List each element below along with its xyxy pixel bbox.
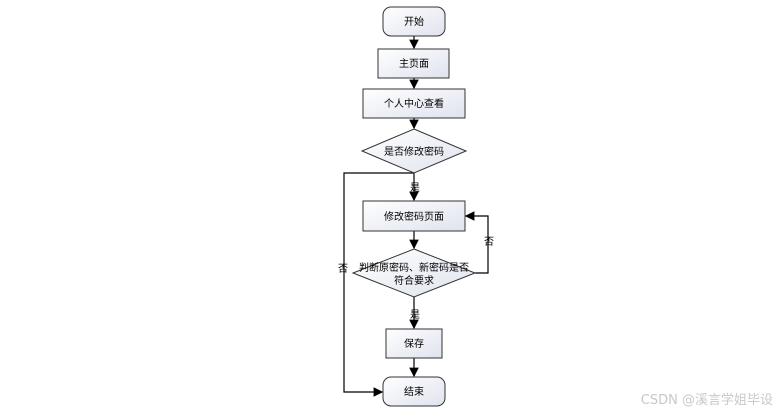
decide-change-label: 是否修改密码 [384,145,444,158]
yes-label-2: 是 [410,309,420,321]
no-label-2: 否 [484,236,494,248]
node-save [385,328,443,359]
node-end [382,376,446,407]
node-home [377,48,450,79]
no-label-1: 否 [338,263,348,275]
node-check [351,248,477,298]
node-profile [362,88,466,119]
edge-check-no [464,211,489,274]
profile-label: 个人中心查看 [384,97,444,110]
edge-decide-no [343,172,414,397]
yes-label-1: 是 [410,182,420,194]
start-label: 开始 [404,15,424,28]
home-label: 主页面 [399,58,429,70]
change-page-label: 修改密码页面 [384,210,444,223]
node-decide-change [360,128,468,174]
watermark: CSDN @溪言学姐毕设 [640,393,773,408]
end-label: 结束 [404,385,424,398]
check-label-1: 判断原密码、新密码是否 [359,261,469,274]
check-label-2: 符合要求 [394,274,434,287]
node-change-page [362,200,466,232]
node-start [382,6,446,37]
save-label: 保存 [404,337,424,350]
